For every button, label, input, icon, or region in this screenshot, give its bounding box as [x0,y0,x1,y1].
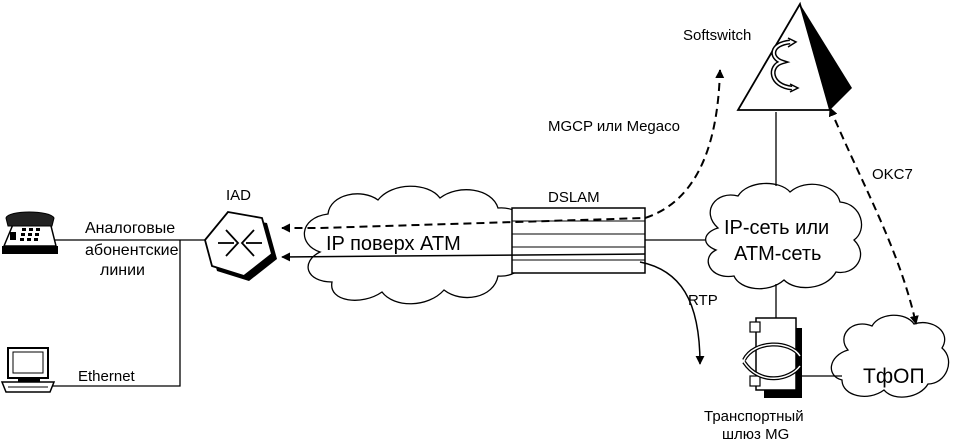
media-gateway-label-line1: Транспортный [704,408,804,425]
pstn-cloud-icon [830,314,950,398]
softswitch-label: Softswitch [683,27,751,44]
mgcp-label: MGCP или Megaco [548,118,680,135]
ip-over-atm-label: IP поверх ATM [326,233,461,255]
ip-network-label-line2: ATM-сеть [734,243,821,265]
rtp-down-arrow [639,261,705,365]
computer-icon [0,347,56,393]
telephone-icon [2,211,58,254]
media-gateway-label-line2: шлюз MG [722,426,789,442]
oks7-signaling-arrow [828,107,919,325]
ip-network-label-line1: IP-сеть или [724,217,829,239]
softswitch-pyramid-icon [736,1,852,111]
iad-label: IAD [226,187,251,204]
ethernet-label: Ethernet [78,368,136,385]
iad-router-icon [204,211,277,281]
media-gateway-icon [742,317,802,398]
mgcp-signaling-arrow [281,69,725,233]
oks7-label: OKC7 [872,166,913,183]
dslam-label: DSLAM [548,189,600,206]
rtp-media-arrow [281,252,646,262]
pstn-label: ТфОП [863,365,925,388]
analog-lines-label-line3: линии [100,262,145,279]
connection-lines [52,112,842,387]
analog-lines-label-line2: абонентские [85,242,179,259]
rtp-label: RTP [688,292,718,309]
analog-lines-label-line1: Аналоговые [85,220,175,237]
